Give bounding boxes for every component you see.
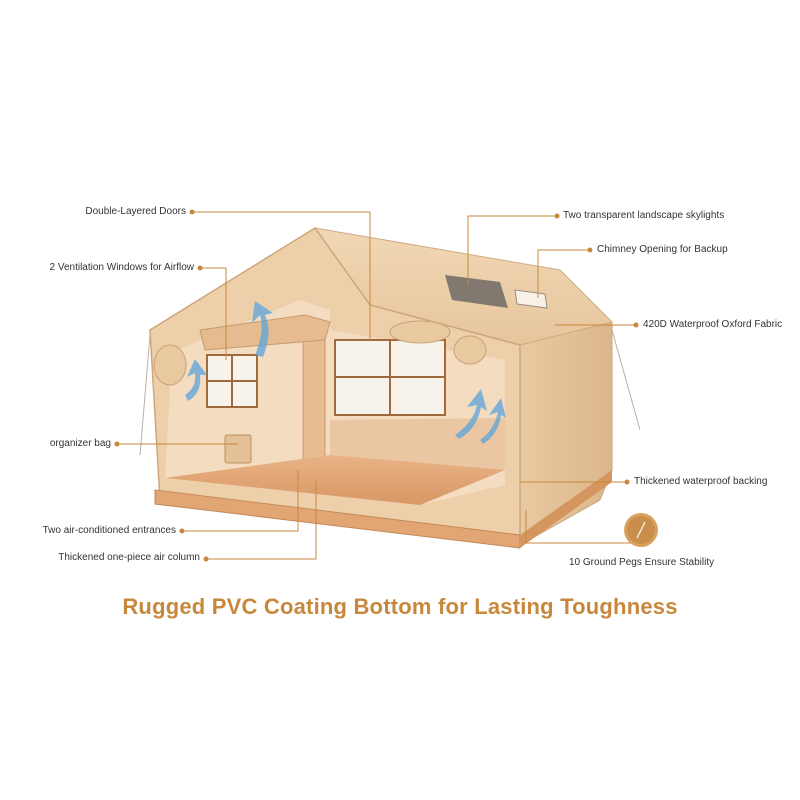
door-flap-right bbox=[453, 335, 487, 365]
callout-entrances: Two air-conditioned entrances bbox=[42, 525, 176, 536]
callout-backing: Thickened waterproof backing bbox=[634, 476, 768, 487]
leader-doors bbox=[192, 211, 371, 340]
tent-floor bbox=[165, 455, 505, 505]
leader-windows bbox=[200, 267, 227, 360]
callout-pegs: 10 Ground Pegs Ensure Stability bbox=[569, 557, 715, 568]
leader-column bbox=[206, 480, 317, 560]
callout-fabric: 420D Waterproof Oxford Fabric bbox=[643, 319, 783, 330]
callout-doors: Double-Layered Doors bbox=[85, 206, 186, 217]
leader-pegs bbox=[525, 510, 640, 544]
callout-windows: 2 Ventilation Windows for Airflow bbox=[49, 262, 194, 273]
leader-skylights bbox=[467, 215, 557, 285]
leader-chimney bbox=[537, 249, 590, 298]
callout-skylights: Two transparent landscape skylights bbox=[563, 210, 725, 221]
skylight-panel bbox=[445, 275, 508, 308]
door-flap-left bbox=[153, 344, 187, 386]
callout-column: Thickened one-piece air column bbox=[58, 552, 200, 563]
leader-entrances bbox=[182, 470, 299, 532]
organizer-bag bbox=[224, 434, 252, 464]
airflow-arrow-icon bbox=[185, 301, 506, 444]
door-flap-top bbox=[389, 320, 451, 344]
callout-organizer: organizer bag bbox=[49, 438, 111, 449]
callout-chimney: Chimney Opening for Backup bbox=[597, 244, 728, 255]
chimney-opening bbox=[514, 289, 548, 309]
ground-peg-icon bbox=[624, 513, 658, 547]
headline: Rugged PVC Coating Bottom for Lasting To… bbox=[122, 594, 678, 619]
